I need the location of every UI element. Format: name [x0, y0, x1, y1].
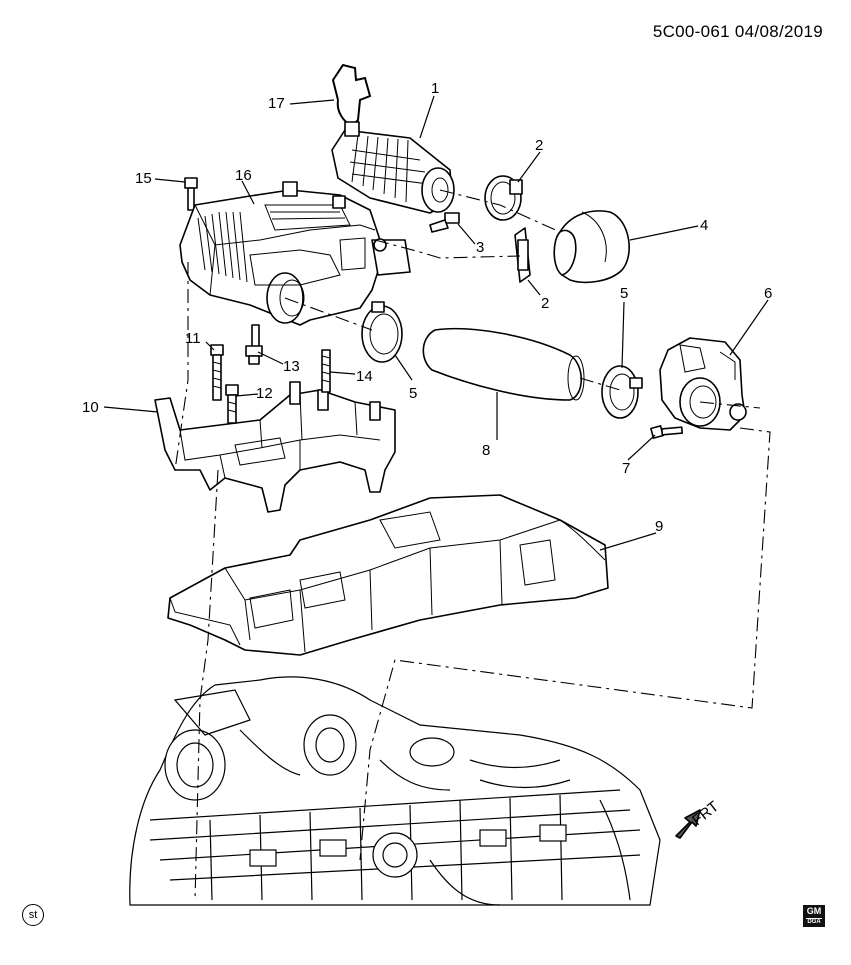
gm-logo: GM DGA	[803, 905, 825, 927]
callout-13: 13	[283, 358, 300, 375]
air-filter-part-1	[331, 121, 455, 214]
callout-5b: 5	[620, 285, 628, 302]
gm-logo-text: GM	[806, 906, 822, 916]
alignment-lines	[174, 189, 771, 901]
bolt-part-7	[650, 425, 684, 439]
clamp-part-5b	[601, 365, 643, 419]
clamp-part-5a	[361, 301, 403, 363]
callout-8: 8	[482, 442, 490, 459]
callout-15: 15	[135, 170, 152, 187]
duct-part-8	[422, 327, 585, 401]
callout-2a: 2	[535, 137, 543, 154]
callout-9: 9	[655, 518, 663, 535]
callout-12: 12	[256, 385, 273, 402]
throttle-body-part-6	[659, 337, 747, 431]
bracket-part-10	[154, 381, 396, 513]
sensor-part-3	[429, 212, 460, 233]
callout-16: 16	[235, 167, 252, 184]
leader-lines	[103, 95, 769, 551]
callout-17: 17	[268, 95, 285, 112]
clip-part-17	[331, 63, 372, 127]
callout-6: 6	[764, 285, 772, 302]
sensor-part-13	[245, 324, 263, 365]
stud-part-14	[321, 349, 331, 393]
callout-2b: 2	[541, 295, 549, 312]
housing-part-16	[179, 181, 411, 326]
callout-numbers: 1 2 3 4 2 5 6 5 7 8 9 10 11 12 13 14 15 …	[82, 80, 772, 535]
engine-cover-part-9	[167, 494, 609, 656]
callout-11: 11	[185, 330, 201, 347]
clamp-part-2a	[484, 175, 523, 221]
callout-10: 10	[82, 399, 99, 416]
front-arrow-icon: FRT	[675, 798, 722, 839]
callout-1: 1	[431, 80, 439, 97]
gm-logo-subtext: DGA	[806, 918, 822, 925]
callout-7: 7	[622, 460, 630, 477]
callout-4: 4	[700, 217, 708, 234]
callout-5a: 5	[409, 385, 417, 402]
clamp-part-2b	[514, 227, 531, 283]
bolt-part-11	[210, 344, 224, 401]
bolt-part-15	[184, 177, 198, 211]
diagram-code: 5C00-061 04/08/2019	[652, 22, 823, 41]
bolt-part-12	[225, 384, 239, 424]
callout-14: 14	[356, 368, 373, 385]
callout-3: 3	[476, 239, 484, 256]
engine-assembly	[129, 676, 661, 906]
elbow-duct-part-4	[553, 210, 630, 284]
st-badge: st	[22, 904, 44, 926]
